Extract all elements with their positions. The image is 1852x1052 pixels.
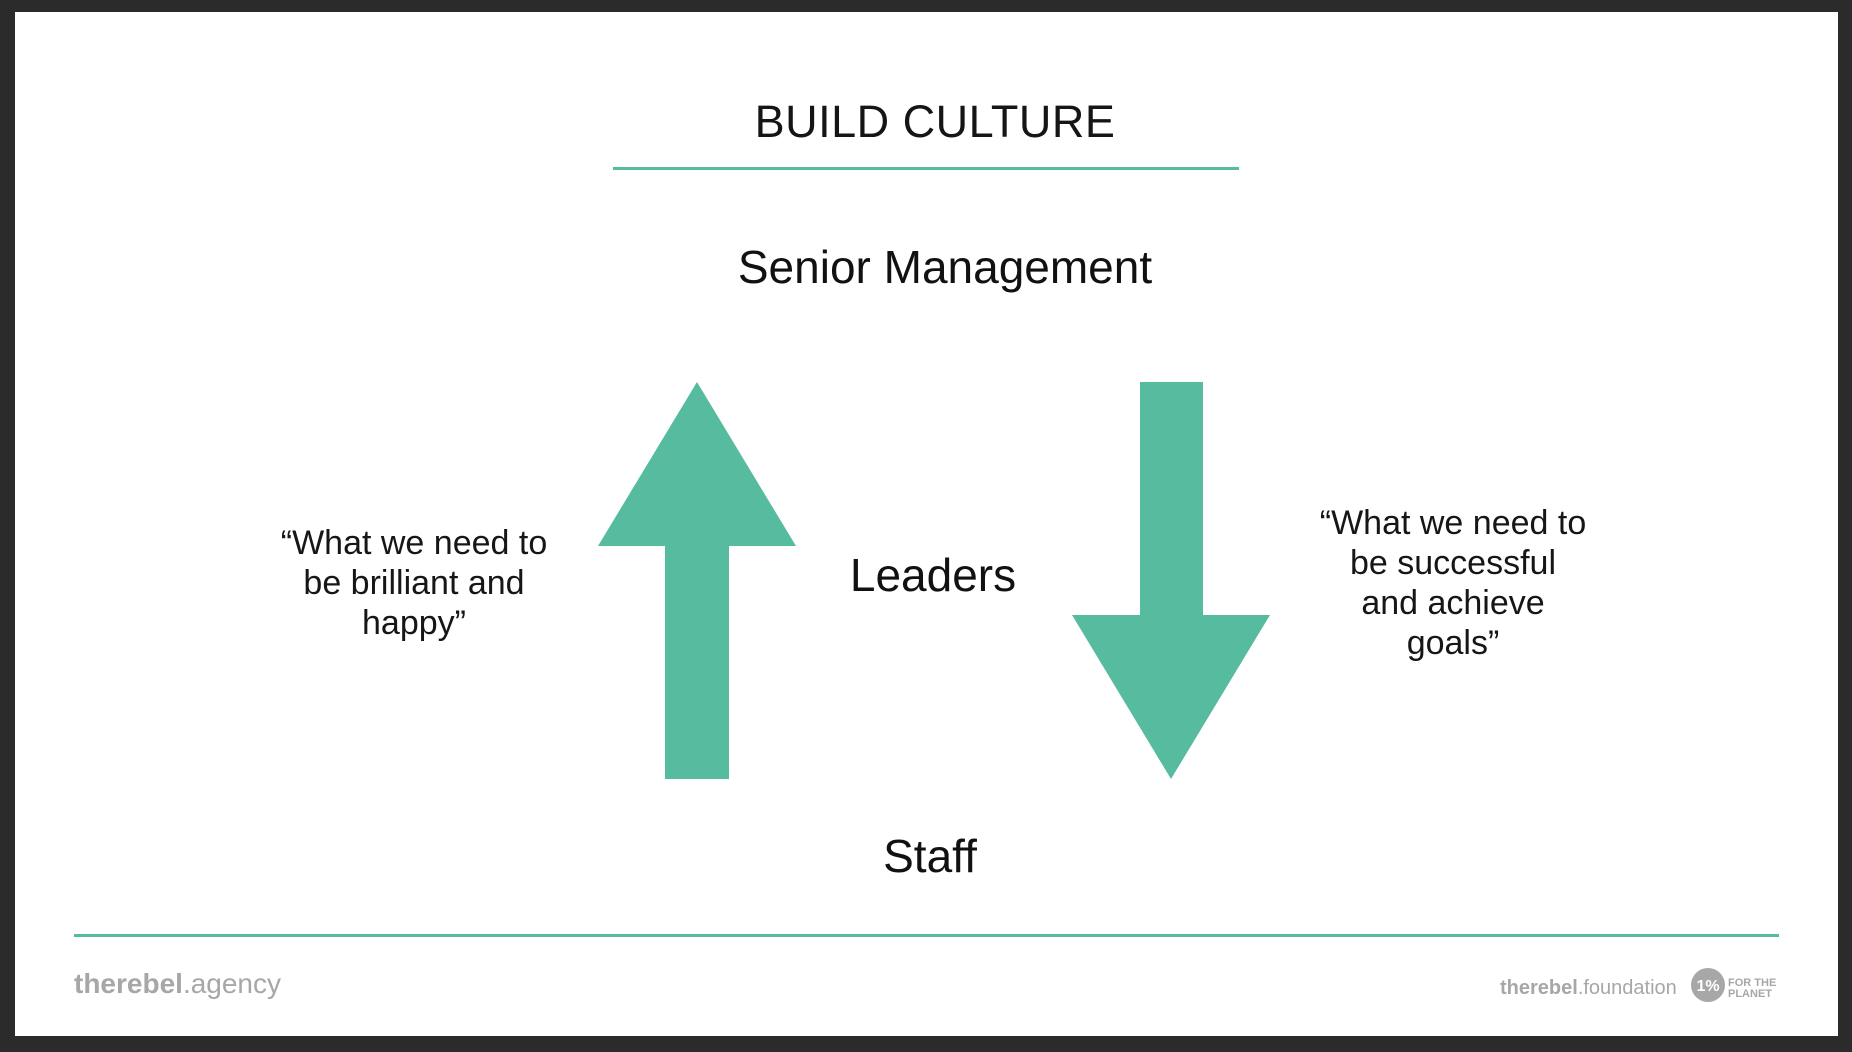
level-staff: Staff [883, 830, 977, 882]
up-arrow-icon [598, 382, 796, 779]
one-percent-for-the-planet-logo: 1% [1691, 968, 1725, 1002]
quote-management-needs: “What we need to be successful and achie… [1283, 503, 1623, 663]
agency-logo: therebel.agency [74, 968, 281, 1000]
slide [15, 12, 1838, 1036]
agency-logo-bold: therebel [74, 968, 183, 999]
quote-line: be successful [1350, 544, 1556, 582]
planet-logo-line: FOR THE [1728, 977, 1777, 989]
foundation-logo-light: .foundation [1577, 977, 1677, 999]
down-arrow-icon [1072, 382, 1270, 779]
foundation-logo-bold: therebel [1500, 977, 1578, 999]
quote-line: and achieve [1361, 584, 1545, 622]
planet-logo-mark: 1% [1696, 978, 1719, 995]
quote-line: happy” [362, 604, 466, 642]
level-leaders: Leaders [849, 549, 1017, 601]
quote-line: “What we need to [1319, 504, 1587, 542]
quote-line: goals” [1406, 624, 1500, 662]
planet-logo-text: FOR THE PLANET [1728, 978, 1776, 1000]
agency-logo-light: .agency [182, 968, 282, 999]
page-title: BUILD CULTURE [754, 96, 1116, 147]
level-senior-management: Senior Management [737, 241, 1153, 293]
foundation-logo: therebel.foundation [1500, 977, 1677, 1000]
footer-divider [74, 934, 1779, 937]
quote-line: be brilliant and [303, 564, 525, 602]
title-underline [613, 167, 1239, 170]
quote-line: “What we need to [280, 524, 548, 562]
planet-logo-line: PLANET [1728, 988, 1772, 1000]
quote-staff-needs: “What we need to be brilliant and happy” [244, 523, 584, 643]
